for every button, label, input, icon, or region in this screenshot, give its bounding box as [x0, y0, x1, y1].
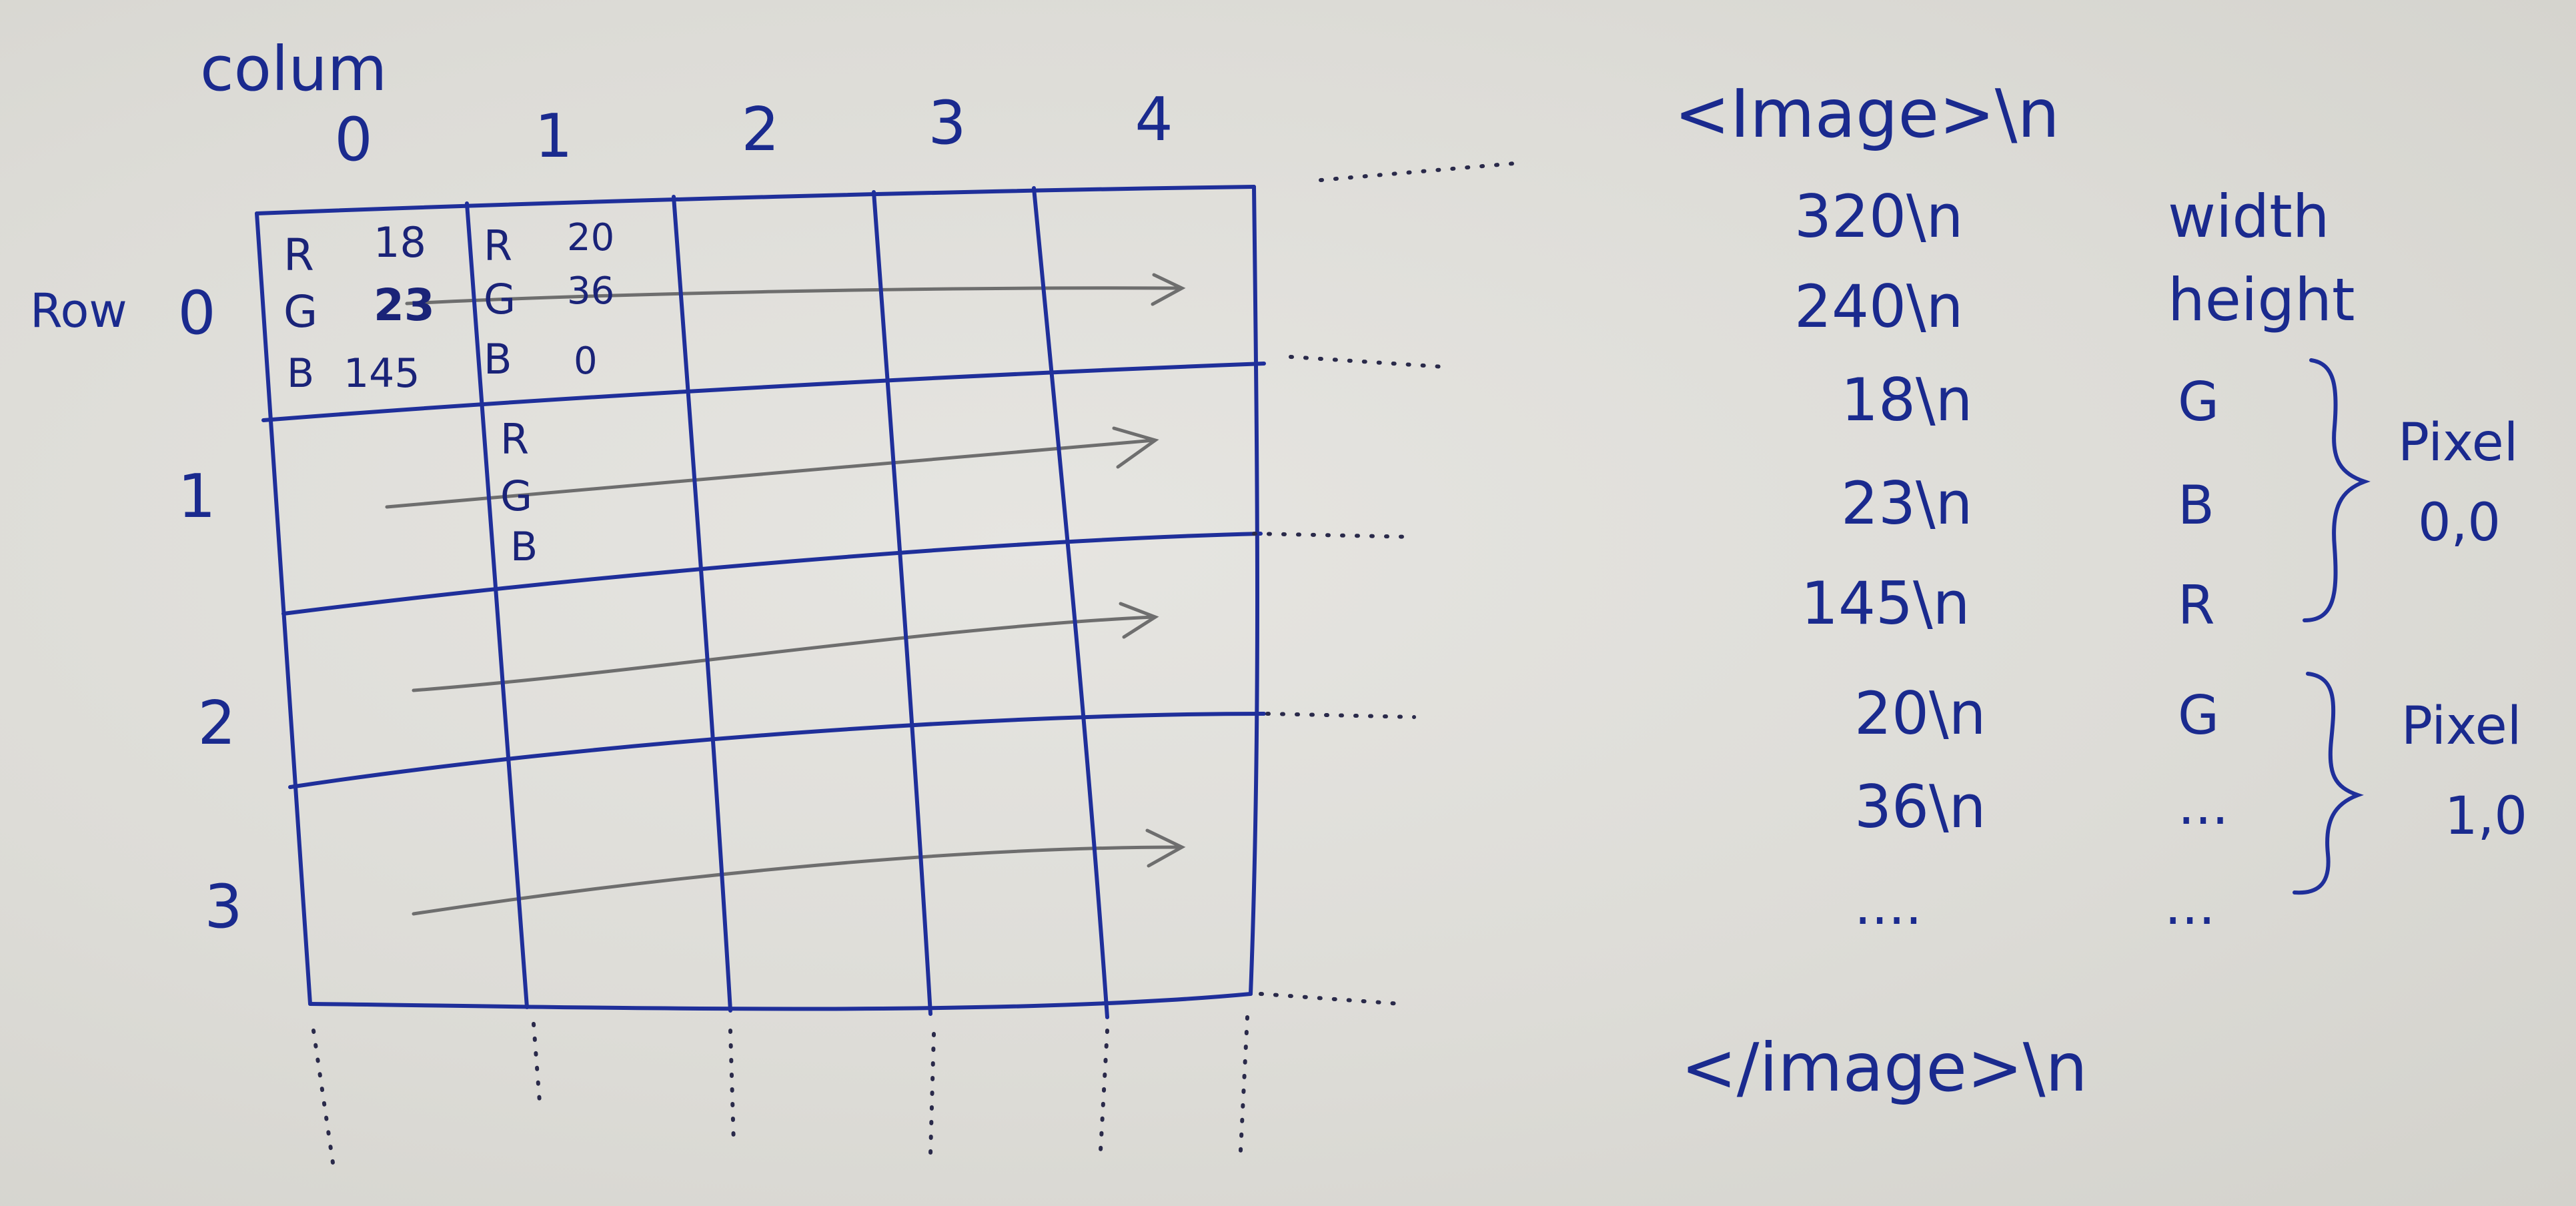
- line-3-value: 18\n: [1841, 366, 1972, 434]
- row-header: Row: [30, 283, 127, 338]
- line-6-value: 20\n: [1854, 679, 1986, 748]
- cell-0-0-g-label: G: [283, 286, 317, 338]
- grid-line-row-3: [288, 712, 1266, 789]
- pixel-1-0-coord: 1,0: [2445, 786, 2527, 846]
- row-3-arrow: [412, 845, 1183, 916]
- grid-line-bottom: [308, 992, 1253, 1011]
- grid-line-col-4: [1032, 186, 1109, 1019]
- cell-1-1: R G B: [500, 415, 538, 570]
- cell-0-1-g-label: G: [484, 275, 516, 324]
- grid-line-col-0: [255, 211, 312, 1006]
- line-4-label: B: [2178, 474, 2214, 536]
- dots-down-col-5: [1239, 1015, 1249, 1153]
- line-5-label: R: [2178, 574, 2215, 636]
- cell-0-0: R 18 G 23 B 145: [283, 218, 435, 397]
- cell-1-1-b-label: B: [510, 524, 538, 570]
- column-label-4: 4: [1135, 85, 1173, 155]
- row-2-arrow: [412, 615, 1156, 692]
- dots-down-col-1: [532, 1022, 542, 1113]
- pixel-1-0-name: Pixel: [2401, 696, 2521, 756]
- line-2-value: 240\n: [1794, 272, 1963, 341]
- cell-0-0-r-value: 18: [374, 218, 426, 267]
- brace-pixel-0-0: [2303, 358, 2371, 622]
- row-label-3: 3: [204, 872, 242, 942]
- dots-down-col-4: [1099, 1029, 1109, 1153]
- row-label-0: 0: [177, 278, 215, 348]
- dots-down-col-2: [728, 1029, 736, 1146]
- line-1-value: 320\n: [1794, 182, 1963, 251]
- row-0-arrow: [405, 286, 1183, 306]
- line-8-label: ...: [2164, 874, 2215, 937]
- grid-line-col-2: [672, 195, 732, 1013]
- column-label-0: 0: [334, 105, 372, 175]
- line-7-label: ...: [2178, 774, 2228, 836]
- cell-0-0-g-value: 23: [374, 279, 435, 331]
- open-tag: <Image>\n: [1674, 75, 2060, 153]
- dots-down-col-3: [928, 1032, 936, 1156]
- grid-line-row-2: [281, 532, 1263, 616]
- dots-right-row-2: [1252, 532, 1416, 539]
- dots-right-top: [1319, 161, 1516, 182]
- row-1-arrowhead: [1112, 426, 1159, 469]
- row-2-arrowhead: [1119, 602, 1159, 639]
- line-5-value: 145\n: [1801, 569, 1970, 638]
- row-0-arrowhead: [1151, 273, 1186, 306]
- column-header: colum: [200, 33, 387, 105]
- dots-right-row-3: [1265, 712, 1416, 719]
- row-3-arrowhead: [1145, 828, 1186, 868]
- cell-0-1-b-value: 0: [574, 340, 598, 383]
- row-label-2: 2: [197, 688, 235, 758]
- cell-0-1: R 20 G 36 B 0: [484, 216, 614, 384]
- file-format-listing: <Image>\n 320\n width 240\n height 18\n …: [1674, 75, 2355, 1107]
- pixel-0-0-name: Pixel: [2398, 413, 2518, 473]
- pixel-0-0-coord: 0,0: [2418, 493, 2501, 553]
- cell-0-1-g-value: 36: [567, 269, 614, 313]
- line-8-value: ....: [1854, 874, 1922, 937]
- grid-line-top: [255, 185, 1256, 215]
- column-label-1: 1: [534, 101, 572, 171]
- grid-line-col-5: [1249, 185, 1259, 996]
- line-7-value: 36\n: [1854, 772, 1986, 841]
- cell-1-1-g-label: G: [500, 472, 532, 520]
- column-label-2: 2: [741, 95, 779, 165]
- row-label-1: 1: [177, 462, 215, 532]
- brace-pixel-1-0: [2293, 672, 2364, 895]
- line-4-value: 23\n: [1841, 469, 1972, 538]
- pixel-grid: [255, 185, 1266, 1019]
- continuation-dots: [311, 161, 1516, 1169]
- cell-0-0-b-label: B: [287, 350, 314, 397]
- line-3-label: G: [2178, 371, 2219, 433]
- pixel-groups: Pixel 0,0 Pixel 1,0: [2293, 358, 2527, 895]
- cell-0-1-r-value: 20: [567, 216, 614, 259]
- grid-line-col-3: [872, 190, 932, 1016]
- cell-0-1-b-label: B: [484, 335, 512, 384]
- line-6-label: G: [2178, 684, 2219, 746]
- grid-line-row-1: [261, 362, 1266, 422]
- close-tag: </image>\n: [1681, 1029, 2088, 1107]
- dots-right-bottom: [1259, 992, 1403, 1006]
- cell-1-1-r-label: R: [500, 415, 529, 464]
- grid-line-col-1: [465, 201, 529, 1009]
- column-label-3: 3: [928, 88, 966, 158]
- cell-0-1-r-label: R: [484, 221, 512, 270]
- dots-down-col-0: [311, 1029, 336, 1169]
- dots-right-row-1: [1289, 355, 1446, 369]
- line-1-label: width: [2168, 182, 2330, 251]
- cell-0-0-b-value: 145: [344, 350, 420, 397]
- line-2-label: height: [2168, 265, 2355, 334]
- cell-0-0-r-label: R: [283, 229, 314, 281]
